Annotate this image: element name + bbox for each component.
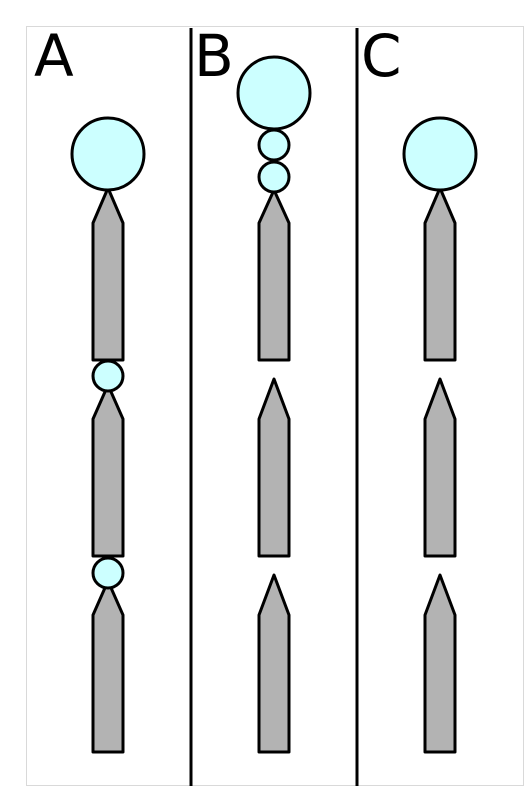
small-bubble-a-2 bbox=[91, 556, 125, 590]
segment-1-c bbox=[423, 186, 457, 362]
segment-2-b bbox=[257, 377, 291, 558]
segment-1-b bbox=[257, 188, 291, 362]
panel-c: C bbox=[361, 22, 478, 754]
large-bubble-b bbox=[236, 55, 312, 131]
panel-label-b: B bbox=[194, 22, 234, 90]
segment-3-a bbox=[91, 579, 125, 754]
large-bubble-a bbox=[70, 116, 146, 192]
segment-2-c bbox=[423, 377, 457, 558]
small-bubble-b-1 bbox=[257, 128, 291, 162]
large-bubble-c bbox=[402, 116, 478, 192]
panel-label-c: C bbox=[361, 22, 402, 90]
panel-label-a: A bbox=[34, 22, 74, 90]
segment-2-a bbox=[91, 383, 125, 558]
small-bubble-b-2 bbox=[257, 160, 291, 194]
panel-a: A bbox=[34, 22, 146, 754]
panel-b: B bbox=[194, 22, 312, 754]
small-bubble-a-1 bbox=[91, 359, 125, 393]
outer-frame bbox=[26, 26, 524, 786]
segment-3-c bbox=[423, 573, 457, 754]
segment-3-b bbox=[257, 573, 291, 754]
segment-1-a bbox=[91, 186, 125, 362]
